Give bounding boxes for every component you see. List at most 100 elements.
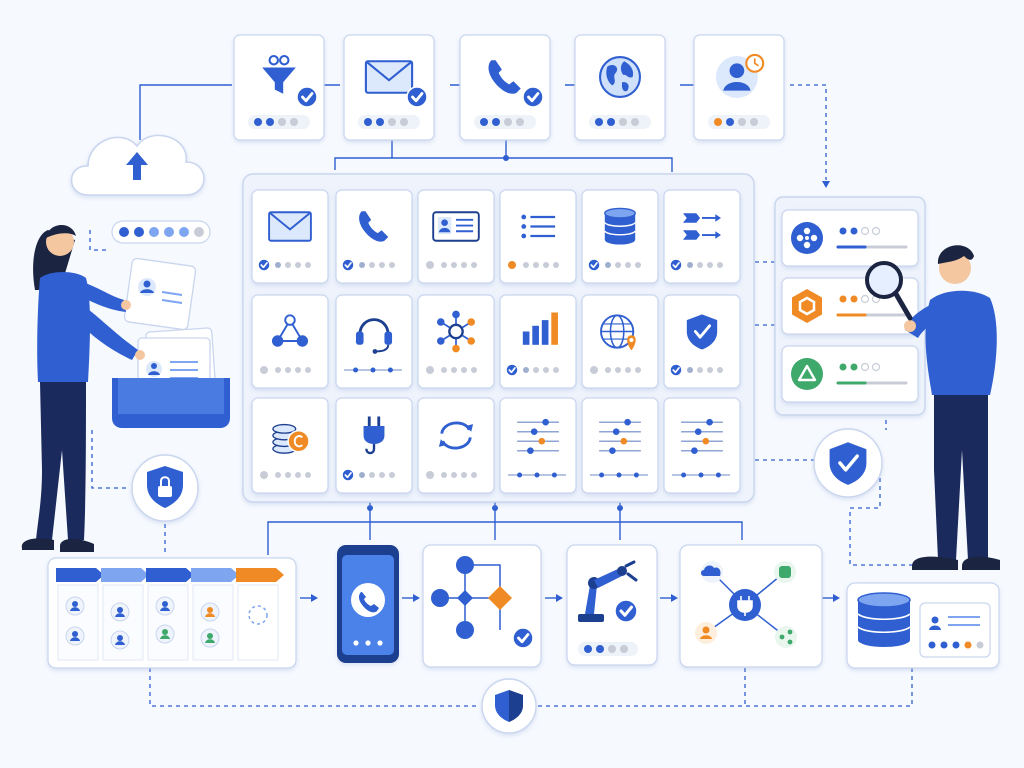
status-dot (364, 118, 372, 126)
status-dot (290, 118, 298, 126)
app-grid-panel (242, 173, 755, 503)
status-dot (275, 262, 281, 268)
kanban-column-header (56, 568, 104, 582)
kanban-column-header (101, 568, 149, 582)
inbox-tray (112, 327, 230, 428)
check-badge-icon (669, 363, 683, 377)
status-dot (596, 645, 604, 653)
status-dots (275, 262, 311, 268)
arrow-head-icon (413, 594, 420, 602)
status-dot (697, 262, 703, 268)
contact-card (123, 257, 197, 331)
top-app-card (459, 34, 551, 141)
database-record-panel (846, 582, 1000, 669)
connector-node (503, 155, 509, 161)
hexagon-icon (792, 289, 822, 323)
status-dot (441, 472, 447, 478)
status-dot (533, 367, 539, 373)
status-dot (134, 227, 144, 237)
review-row (781, 209, 919, 267)
status-dots (839, 362, 881, 372)
status-dot (590, 366, 598, 374)
status-dot (717, 367, 723, 373)
headset-icon (355, 318, 393, 354)
status-dot (738, 118, 746, 126)
lock-icon (158, 486, 172, 497)
status-dot (635, 262, 641, 268)
lock-shield-badge (131, 454, 199, 522)
status-dot (451, 472, 457, 478)
status-dot (471, 472, 477, 478)
grid-tile (499, 397, 577, 494)
check-badge-icon (587, 258, 601, 272)
database-icon (604, 207, 636, 245)
status-dot (426, 366, 434, 374)
check-badge-icon (614, 599, 638, 623)
status-dot (516, 118, 524, 126)
status-dot (839, 227, 847, 235)
status-dot (369, 262, 375, 268)
sliders-icon (599, 418, 641, 455)
connector-node (367, 505, 373, 511)
status-dot (750, 118, 758, 126)
avatar-icon (155, 624, 175, 644)
bottom-shield-badge (481, 678, 537, 734)
user-clock-icon (715, 53, 765, 98)
status-dots (248, 115, 310, 129)
status-dot (607, 118, 615, 126)
status-dot (523, 367, 529, 373)
status-dot (260, 471, 268, 479)
status-dot (687, 262, 693, 268)
grid-tile (581, 397, 659, 494)
grid-tile (581, 189, 659, 284)
connector-line (391, 140, 507, 158)
check-badge-icon (296, 86, 318, 108)
status-dot (533, 262, 539, 268)
arrow-head-icon (833, 594, 840, 602)
status-dot (543, 367, 549, 373)
status-dot (379, 472, 385, 478)
avatar-icon (200, 628, 220, 648)
status-dot (194, 227, 204, 237)
status-dot (860, 362, 870, 372)
status-dot (471, 367, 477, 373)
status-dots (441, 262, 477, 268)
status-dots (359, 262, 395, 268)
grid-tile (663, 294, 741, 389)
status-dots (523, 262, 559, 268)
flowchart-panel (422, 544, 542, 668)
grid-tile (335, 294, 413, 389)
shield-check-icon (829, 442, 867, 485)
status-dot (376, 118, 384, 126)
flow-node-icon (456, 621, 474, 639)
status-dot (707, 367, 713, 373)
status-dots (578, 642, 638, 656)
plug-icon (363, 416, 385, 455)
bar-chart-icon (522, 312, 558, 345)
status-dots (589, 115, 651, 129)
funnel-icon (262, 54, 296, 94)
cloud-upload (70, 134, 211, 244)
check-badge-icon (512, 627, 534, 649)
connector-node (492, 505, 498, 511)
grid-tile-bg (663, 397, 741, 494)
progress-track (590, 472, 648, 478)
decision-node-icon (488, 586, 512, 610)
grid-tile-bg (499, 397, 577, 494)
arrow-head-icon (822, 181, 830, 188)
connector-line (334, 157, 673, 172)
shield-badge (813, 428, 883, 498)
integration-hub-icon (695, 561, 797, 648)
status-dots (605, 367, 641, 373)
status-dot (839, 363, 847, 371)
phone-icon (359, 211, 389, 242)
grid-tile (499, 294, 577, 389)
kanban-column (237, 584, 279, 661)
top-app-card (574, 34, 666, 141)
status-dot (976, 641, 984, 649)
status-dot (615, 262, 621, 268)
sync-icon (438, 421, 474, 450)
decision-node-icon (457, 590, 473, 606)
status-dot (254, 118, 262, 126)
grid-tile (251, 189, 329, 284)
